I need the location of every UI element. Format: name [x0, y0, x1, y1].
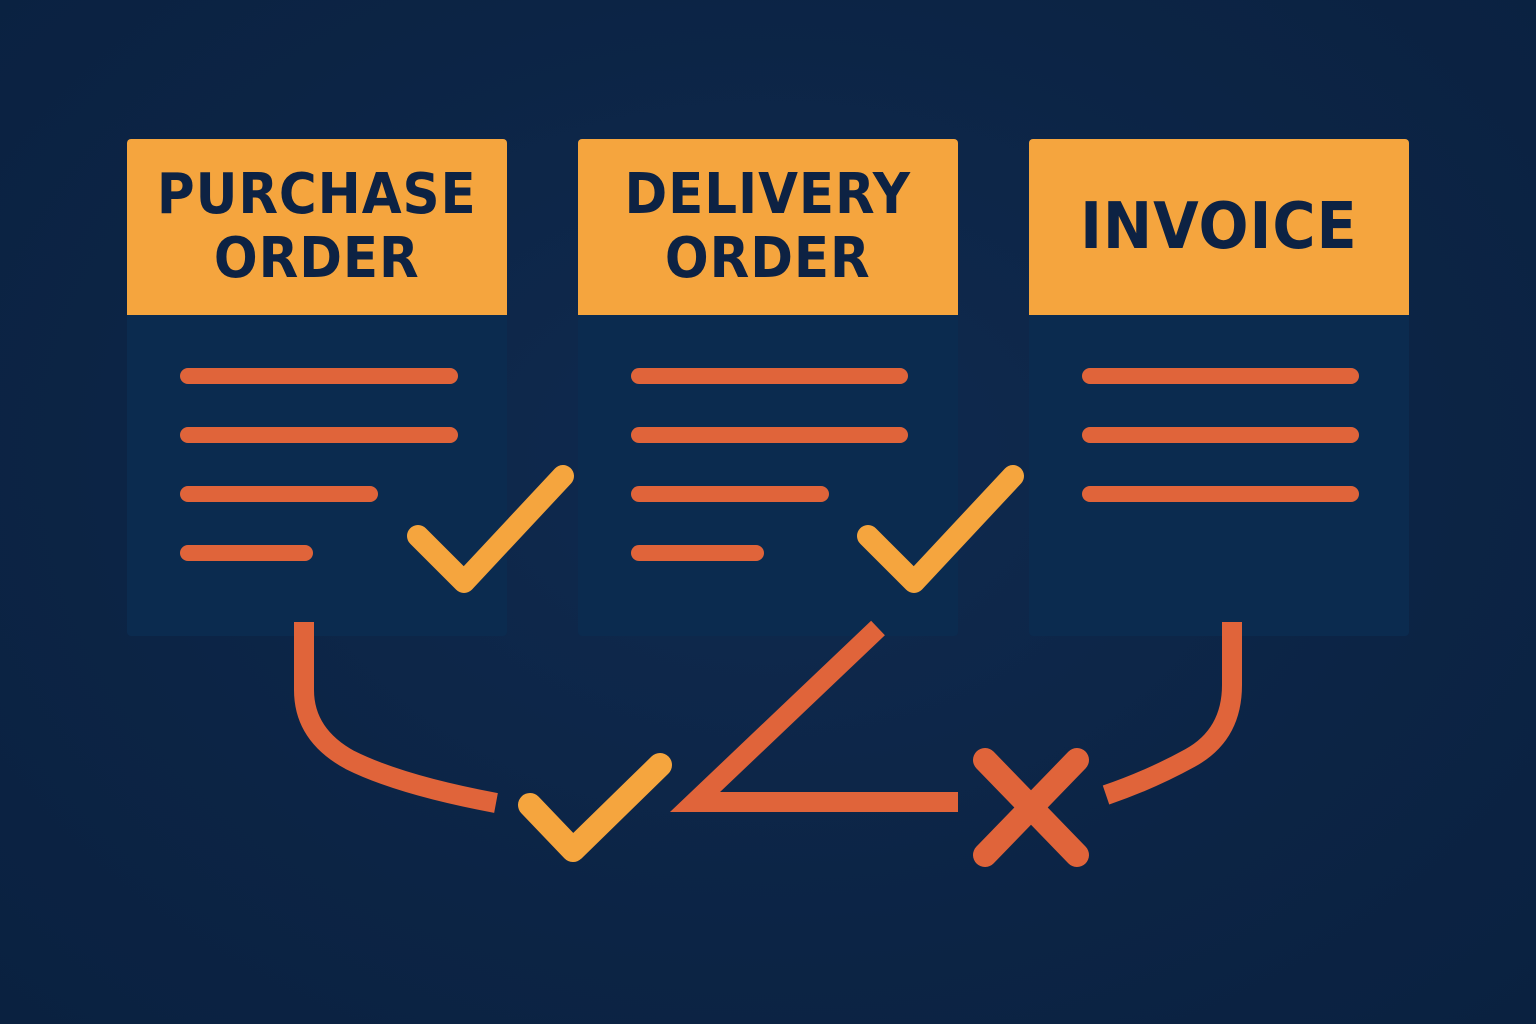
purchase-order-header: PURCHASE ORDER [127, 139, 507, 315]
purchase-order-connector [294, 622, 498, 813]
delivery-order-connector [669, 620, 958, 812]
delivery-order-header: DELIVERY ORDER [578, 139, 958, 315]
document-text-line [180, 427, 458, 443]
delivery-order-check-icon [857, 465, 1024, 593]
invoice-title: INVOICE [1080, 190, 1358, 264]
delivery-order-title: DELIVERY ORDER [624, 162, 912, 291]
match-check-icon [518, 753, 672, 862]
document-text-line [1082, 486, 1359, 502]
document-text-line [180, 545, 313, 561]
invoice-connector [1102, 622, 1242, 805]
document-text-line [1082, 368, 1359, 384]
mismatch-cross-icon [973, 748, 1089, 867]
purchase-order-document: PURCHASE ORDER [127, 139, 507, 636]
document-text-line [631, 545, 764, 561]
document-text-line [631, 486, 829, 502]
purchase-order-check-icon [407, 465, 574, 593]
document-text-line [631, 427, 908, 443]
document-text-line [1082, 427, 1359, 443]
invoice-document: INVOICE [1029, 139, 1409, 636]
document-text-line [180, 368, 458, 384]
purchase-order-title: PURCHASE ORDER [157, 162, 477, 291]
document-text-line [180, 486, 378, 502]
document-text-line [631, 368, 908, 384]
invoice-header: INVOICE [1029, 139, 1409, 315]
